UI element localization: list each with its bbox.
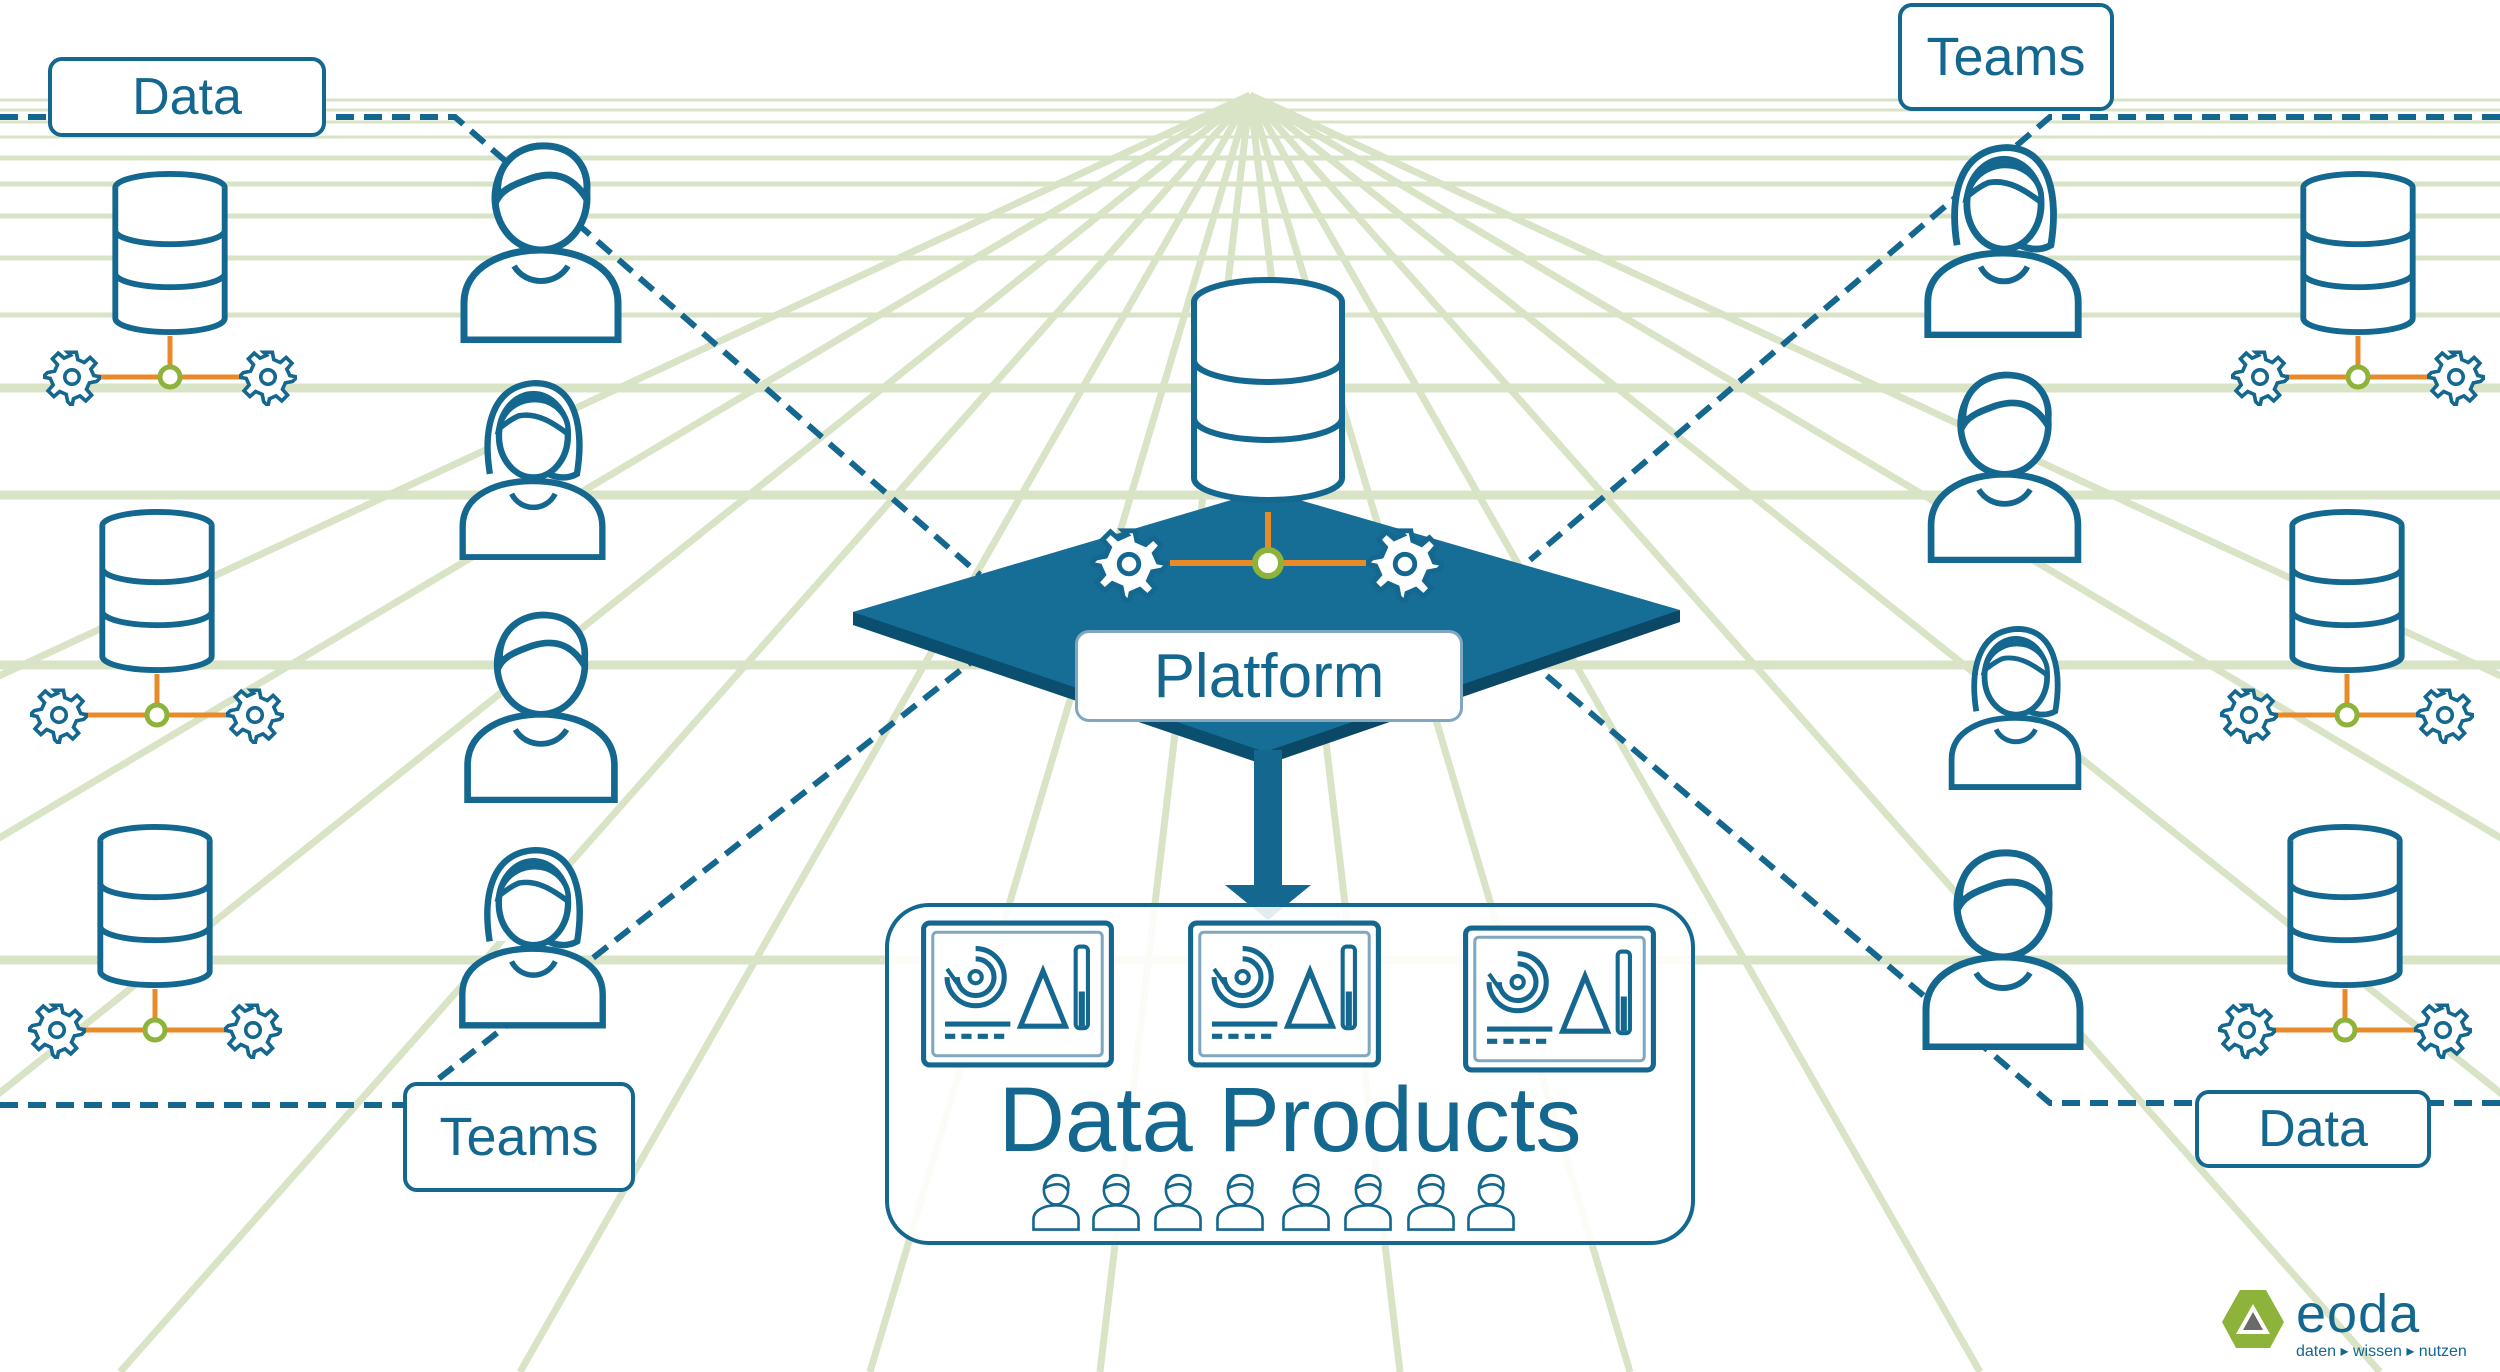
data-node-left-3 bbox=[28, 827, 282, 1059]
platform-connector bbox=[1170, 512, 1366, 579]
data-node-right-1 bbox=[2231, 174, 2485, 406]
logo-name: eoda bbox=[2296, 1284, 2421, 1344]
data-label: Data bbox=[48, 57, 326, 137]
connector-top-right bbox=[1528, 114, 2500, 563]
person-female-icon bbox=[1952, 629, 2079, 787]
platform-label: Platform bbox=[1075, 630, 1463, 722]
data-node-left-2 bbox=[30, 512, 284, 744]
data-node-left-1 bbox=[43, 174, 297, 406]
person-male-icon bbox=[464, 146, 618, 340]
logo-tagline: daten ▸ wissen ▸ nutzen bbox=[2296, 1343, 2467, 1360]
data-label: Data bbox=[2195, 1090, 2431, 1168]
person-male-icon bbox=[468, 615, 615, 800]
person-female-icon bbox=[1928, 148, 2078, 336]
teams-label: Teams bbox=[1898, 3, 2114, 111]
data-node-right-3 bbox=[2218, 827, 2472, 1059]
person-female-icon bbox=[462, 850, 602, 1025]
data-node-right-2 bbox=[2220, 512, 2474, 744]
platform-database-icon bbox=[1191, 277, 1345, 503]
arrow-platform-to-products bbox=[1225, 750, 1311, 920]
data-products-title: Data Products bbox=[998, 1069, 1582, 1171]
teams-label: Teams bbox=[403, 1082, 635, 1192]
